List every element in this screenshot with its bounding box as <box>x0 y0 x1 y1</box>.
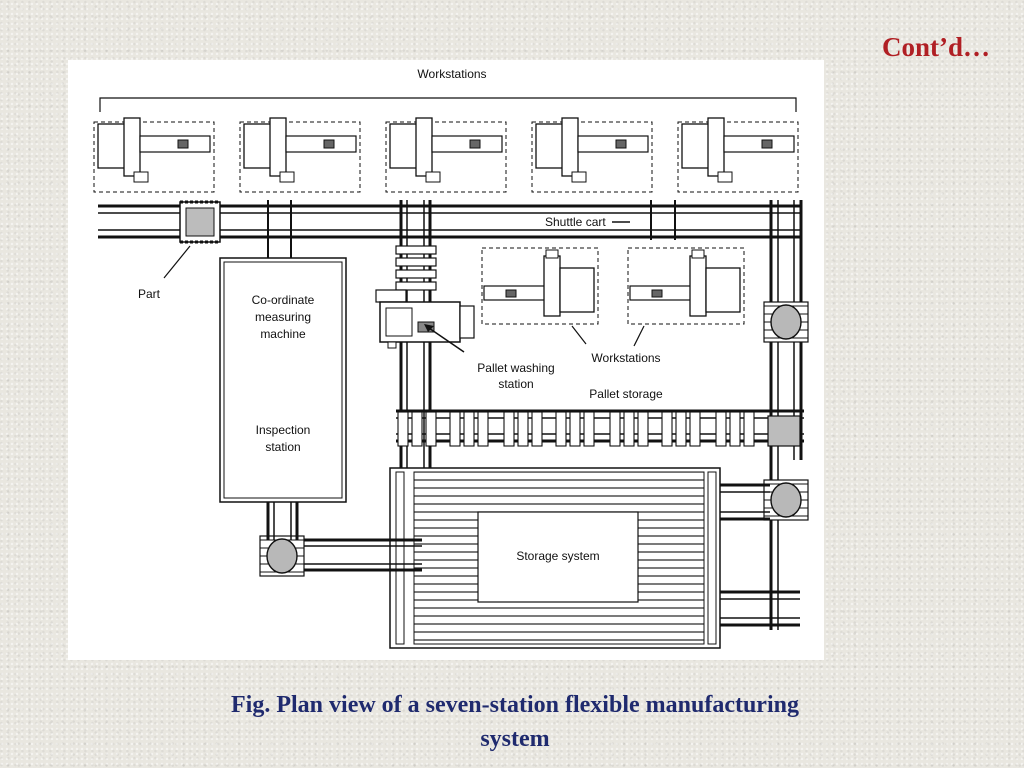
workstations-bracket <box>99 97 797 112</box>
caption-line-1: Fig. Plan view of a seven-station flexib… <box>231 692 799 718</box>
cmm-label-1: Co-ordinate <box>252 293 315 307</box>
storage-system-label: Storage system <box>516 549 599 563</box>
workstation-machine <box>677 117 799 193</box>
pallet-washing-label-2: station <box>498 377 533 391</box>
inspection-label-1: Inspection <box>256 423 311 437</box>
storage-slot <box>555 411 595 447</box>
storage-slot <box>609 411 649 447</box>
contd-label: Cont’d… <box>881 32 990 62</box>
rotary-table <box>259 535 305 577</box>
shuttle-cart-label: Shuttle cart <box>545 215 606 229</box>
workstation-machine <box>385 117 507 193</box>
storage-pallet-grey <box>767 415 801 447</box>
inspection-label-2: station <box>265 440 300 454</box>
part-label: Part <box>138 287 161 301</box>
ws-mid-leader-2 <box>633 325 645 347</box>
pallet-storage-label: Pallet storage <box>589 387 663 401</box>
storage-system <box>389 467 721 649</box>
rail-spurs <box>267 200 676 266</box>
part-leader <box>163 245 191 279</box>
left-bottom-conveyor <box>266 502 422 572</box>
inspection-station <box>219 257 347 503</box>
caption-line-2: system <box>480 726 550 752</box>
workstation-machine-mid <box>627 247 745 325</box>
rotary-table <box>763 479 809 521</box>
right-storage-connectors <box>720 483 800 627</box>
pallet-washing-label-1: Pallet washing <box>477 361 554 375</box>
pallet-storage-slots <box>397 411 755 447</box>
part-pallet <box>179 200 221 244</box>
workstations-top-label: Workstations <box>417 67 486 81</box>
fms-plan-diagram: Workstations Part Shuttle cart Co-ordina… <box>93 67 809 649</box>
washing-arrow <box>424 324 434 332</box>
storage-slot <box>715 411 755 447</box>
storage-slot <box>503 411 543 447</box>
storage-slot <box>397 411 437 447</box>
rotary-table <box>763 301 809 343</box>
storage-slot <box>449 411 489 447</box>
cmm-label-3: machine <box>260 327 306 341</box>
workstation-machine <box>531 117 653 193</box>
workstations-mid-label: Workstations <box>591 351 660 365</box>
cmm-label-2: measuring <box>255 310 311 324</box>
workstation-machine-mid <box>481 247 599 325</box>
figure-caption: Fig. Plan view of a seven-station flexib… <box>130 688 900 756</box>
workstation-machine <box>93 117 215 193</box>
ws-mid-leader-1 <box>571 325 587 345</box>
workstation-machine <box>239 117 361 193</box>
pallet-washing-machine <box>375 289 475 349</box>
storage-slot <box>661 411 701 447</box>
workstation-row <box>93 117 799 193</box>
fms-plan-figure: Workstations Part Shuttle cart Co-ordina… <box>68 60 824 660</box>
washing-leader <box>425 325 465 353</box>
middle-workstations <box>481 247 745 325</box>
washing-rollers <box>395 245 437 291</box>
